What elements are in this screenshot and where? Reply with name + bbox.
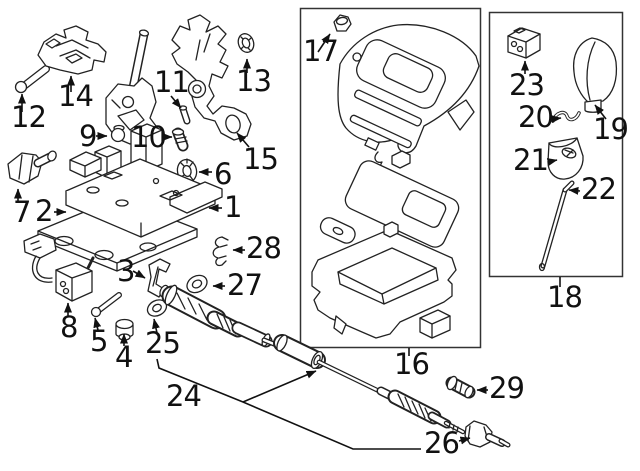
- part-20-clip: [551, 110, 581, 123]
- callout-25: 25: [145, 326, 181, 360]
- part-10-bushing: [171, 127, 189, 152]
- part-17-knob-button: [333, 14, 352, 32]
- callout-14: 14: [58, 79, 94, 113]
- callout-21: 21: [513, 143, 549, 177]
- inset-box-18: [488, 11, 624, 278]
- callout-15: 15: [243, 142, 279, 176]
- part-1-shifter-base: [65, 123, 223, 238]
- callout-3: 3: [117, 254, 135, 288]
- console-trim-strips: [349, 89, 422, 171]
- callout-24: 24: [166, 379, 202, 413]
- inset-box-16: [299, 7, 482, 349]
- part-7-sensor: [7, 150, 57, 185]
- part-27-washer: [186, 274, 208, 294]
- callout-28: 28: [246, 231, 282, 265]
- callout-20: 20: [518, 100, 554, 134]
- callout-19: 19: [593, 112, 629, 146]
- console-cover-panel: [337, 23, 480, 154]
- callout-22: 22: [581, 172, 617, 206]
- part-22-rod: [538, 180, 575, 272]
- part-28-clip: [212, 236, 229, 267]
- callout-18: 18: [547, 280, 583, 314]
- part-26-cable-end: [464, 420, 511, 448]
- callout-2: 2: [35, 194, 53, 228]
- part-29-fitting: [445, 375, 476, 399]
- part-15-support-bracket: [171, 14, 252, 141]
- callout-10: 10: [131, 120, 167, 154]
- part-11-pin: [178, 105, 191, 125]
- callout-1: 1: [224, 190, 242, 224]
- callout-8: 8: [60, 310, 78, 344]
- callout-13: 13: [236, 64, 272, 98]
- part-14-bracket: [37, 25, 107, 75]
- callout-23: 23: [509, 68, 545, 102]
- callout-12: 12: [11, 100, 47, 134]
- part-12-bolt: [14, 65, 50, 94]
- callout-27: 27: [227, 268, 263, 302]
- part-8-solenoid: [23, 233, 95, 302]
- part-23-switch: [507, 27, 541, 59]
- part-13-snap-ring: [237, 33, 255, 53]
- callout-16: 16: [394, 347, 430, 381]
- callout-11: 11: [154, 65, 190, 99]
- callout-4: 4: [115, 340, 133, 374]
- callout-26: 26: [424, 426, 460, 460]
- callout-17: 17: [303, 34, 339, 68]
- callout-arrows: [14, 33, 607, 450]
- part-19-shift-knob: [572, 37, 618, 113]
- part-21-knob-boot: [547, 137, 584, 180]
- part-24-shift-cable: [159, 284, 466, 435]
- callout-7: 7: [13, 195, 31, 229]
- part-9-shift-lever: [105, 29, 157, 145]
- part-25-washer: [146, 299, 168, 317]
- part-5-bolt: [90, 292, 122, 318]
- callout-6: 6: [214, 157, 232, 191]
- indicator-panel: [319, 160, 460, 248]
- callout-29: 29: [489, 371, 525, 405]
- part-16-lower-frame: [311, 221, 457, 339]
- part-3-clamp: [147, 258, 171, 298]
- callout-5: 5: [90, 324, 108, 358]
- callout-9: 9: [79, 119, 97, 153]
